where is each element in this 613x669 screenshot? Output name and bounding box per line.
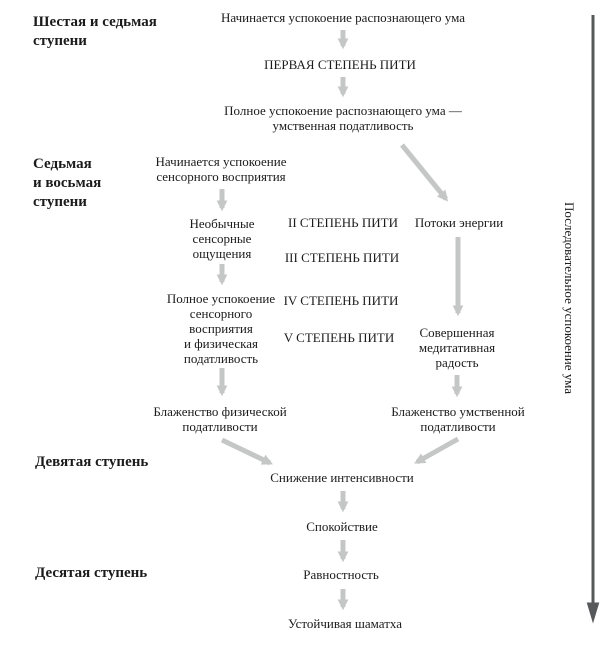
stage-label-seventh-eighth: Седьмая и восьмая ступени	[33, 156, 102, 210]
node-piti-1: ПЕРВАЯ СТЕПЕНЬ ПИТИ	[264, 57, 416, 72]
node-full-calming-discerning: Полное успокоение распознающего ума — ум…	[224, 103, 462, 133]
node-intensity-decrease: Снижение интенсивности	[270, 470, 414, 485]
node-energy-flows: Потоки энергии	[414, 215, 504, 230]
node-tranquility: Спокойствие	[306, 519, 378, 534]
node-piti-5: V СТЕПЕНЬ ПИТИ	[283, 330, 395, 345]
node-piti-3: III СТЕПЕНЬ ПИТИ	[284, 250, 400, 265]
node-stable-shamatha: Устойчивая шаматха	[288, 616, 402, 631]
node-bliss-mental: Блаженство умственной податливости	[391, 404, 525, 434]
stage-label-tenth: Десятая ступень	[35, 565, 148, 581]
node-perfect-meditative-joy: Совершенная медитативная радость	[418, 325, 496, 370]
node-piti-2: II СТЕПЕНЬ ПИТИ	[288, 215, 398, 230]
arrow-bliss-physical-to-decrease	[220, 437, 273, 466]
node-equanimity: Равностность	[303, 567, 379, 582]
node-calming-sensory-begins: Начинается успокоение сенсорного восприя…	[155, 154, 287, 184]
arrow-full-calming-to-energy-flows	[400, 143, 449, 202]
stage-label-ninth: Девятая ступень	[35, 454, 149, 470]
node-calming-discerning-begins: Начинается успокоение распознающего ума	[220, 10, 466, 25]
stage-label-sixth-seventh: Шестая и седьмая ступени	[33, 14, 157, 49]
node-full-calming-sensory: Полное успокоение сенсорного восприятия …	[166, 291, 276, 366]
sequential-calming-label: Последовательное успокоение ума	[562, 202, 577, 395]
node-bliss-physical: Блаженство физической податливости	[153, 404, 287, 434]
node-piti-4: IV СТЕПЕНЬ ПИТИ	[283, 293, 399, 308]
node-unusual-sensations: Необычные сенсорные ощущения	[189, 216, 255, 261]
arrow-bliss-mental-to-decrease	[414, 436, 460, 465]
